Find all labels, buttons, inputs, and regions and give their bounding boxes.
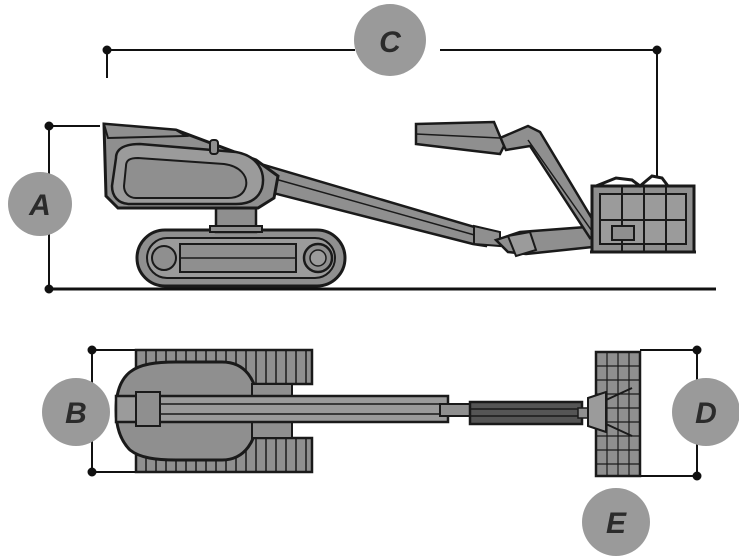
svg-text:D: D bbox=[695, 397, 717, 430]
badge-a: A bbox=[8, 172, 72, 236]
boom-top bbox=[114, 391, 591, 427]
side-view: A C bbox=[8, 4, 716, 294]
svg-text:A: A bbox=[28, 189, 51, 222]
jib-arm bbox=[414, 120, 604, 258]
svg-text:B: B bbox=[65, 397, 87, 430]
dimension-c-line bbox=[102, 45, 662, 178]
top-view: B D E bbox=[42, 345, 739, 556]
platform-top bbox=[587, 350, 642, 478]
svg-text:E: E bbox=[606, 507, 627, 540]
turret-body bbox=[102, 122, 280, 210]
crawler-track bbox=[135, 228, 347, 288]
svg-text:C: C bbox=[379, 26, 402, 59]
badge-b: B bbox=[42, 378, 110, 446]
badge-e: E bbox=[582, 488, 650, 556]
badge-c: C bbox=[354, 4, 426, 76]
badge-d: D bbox=[672, 378, 739, 446]
platform-side bbox=[590, 174, 696, 254]
